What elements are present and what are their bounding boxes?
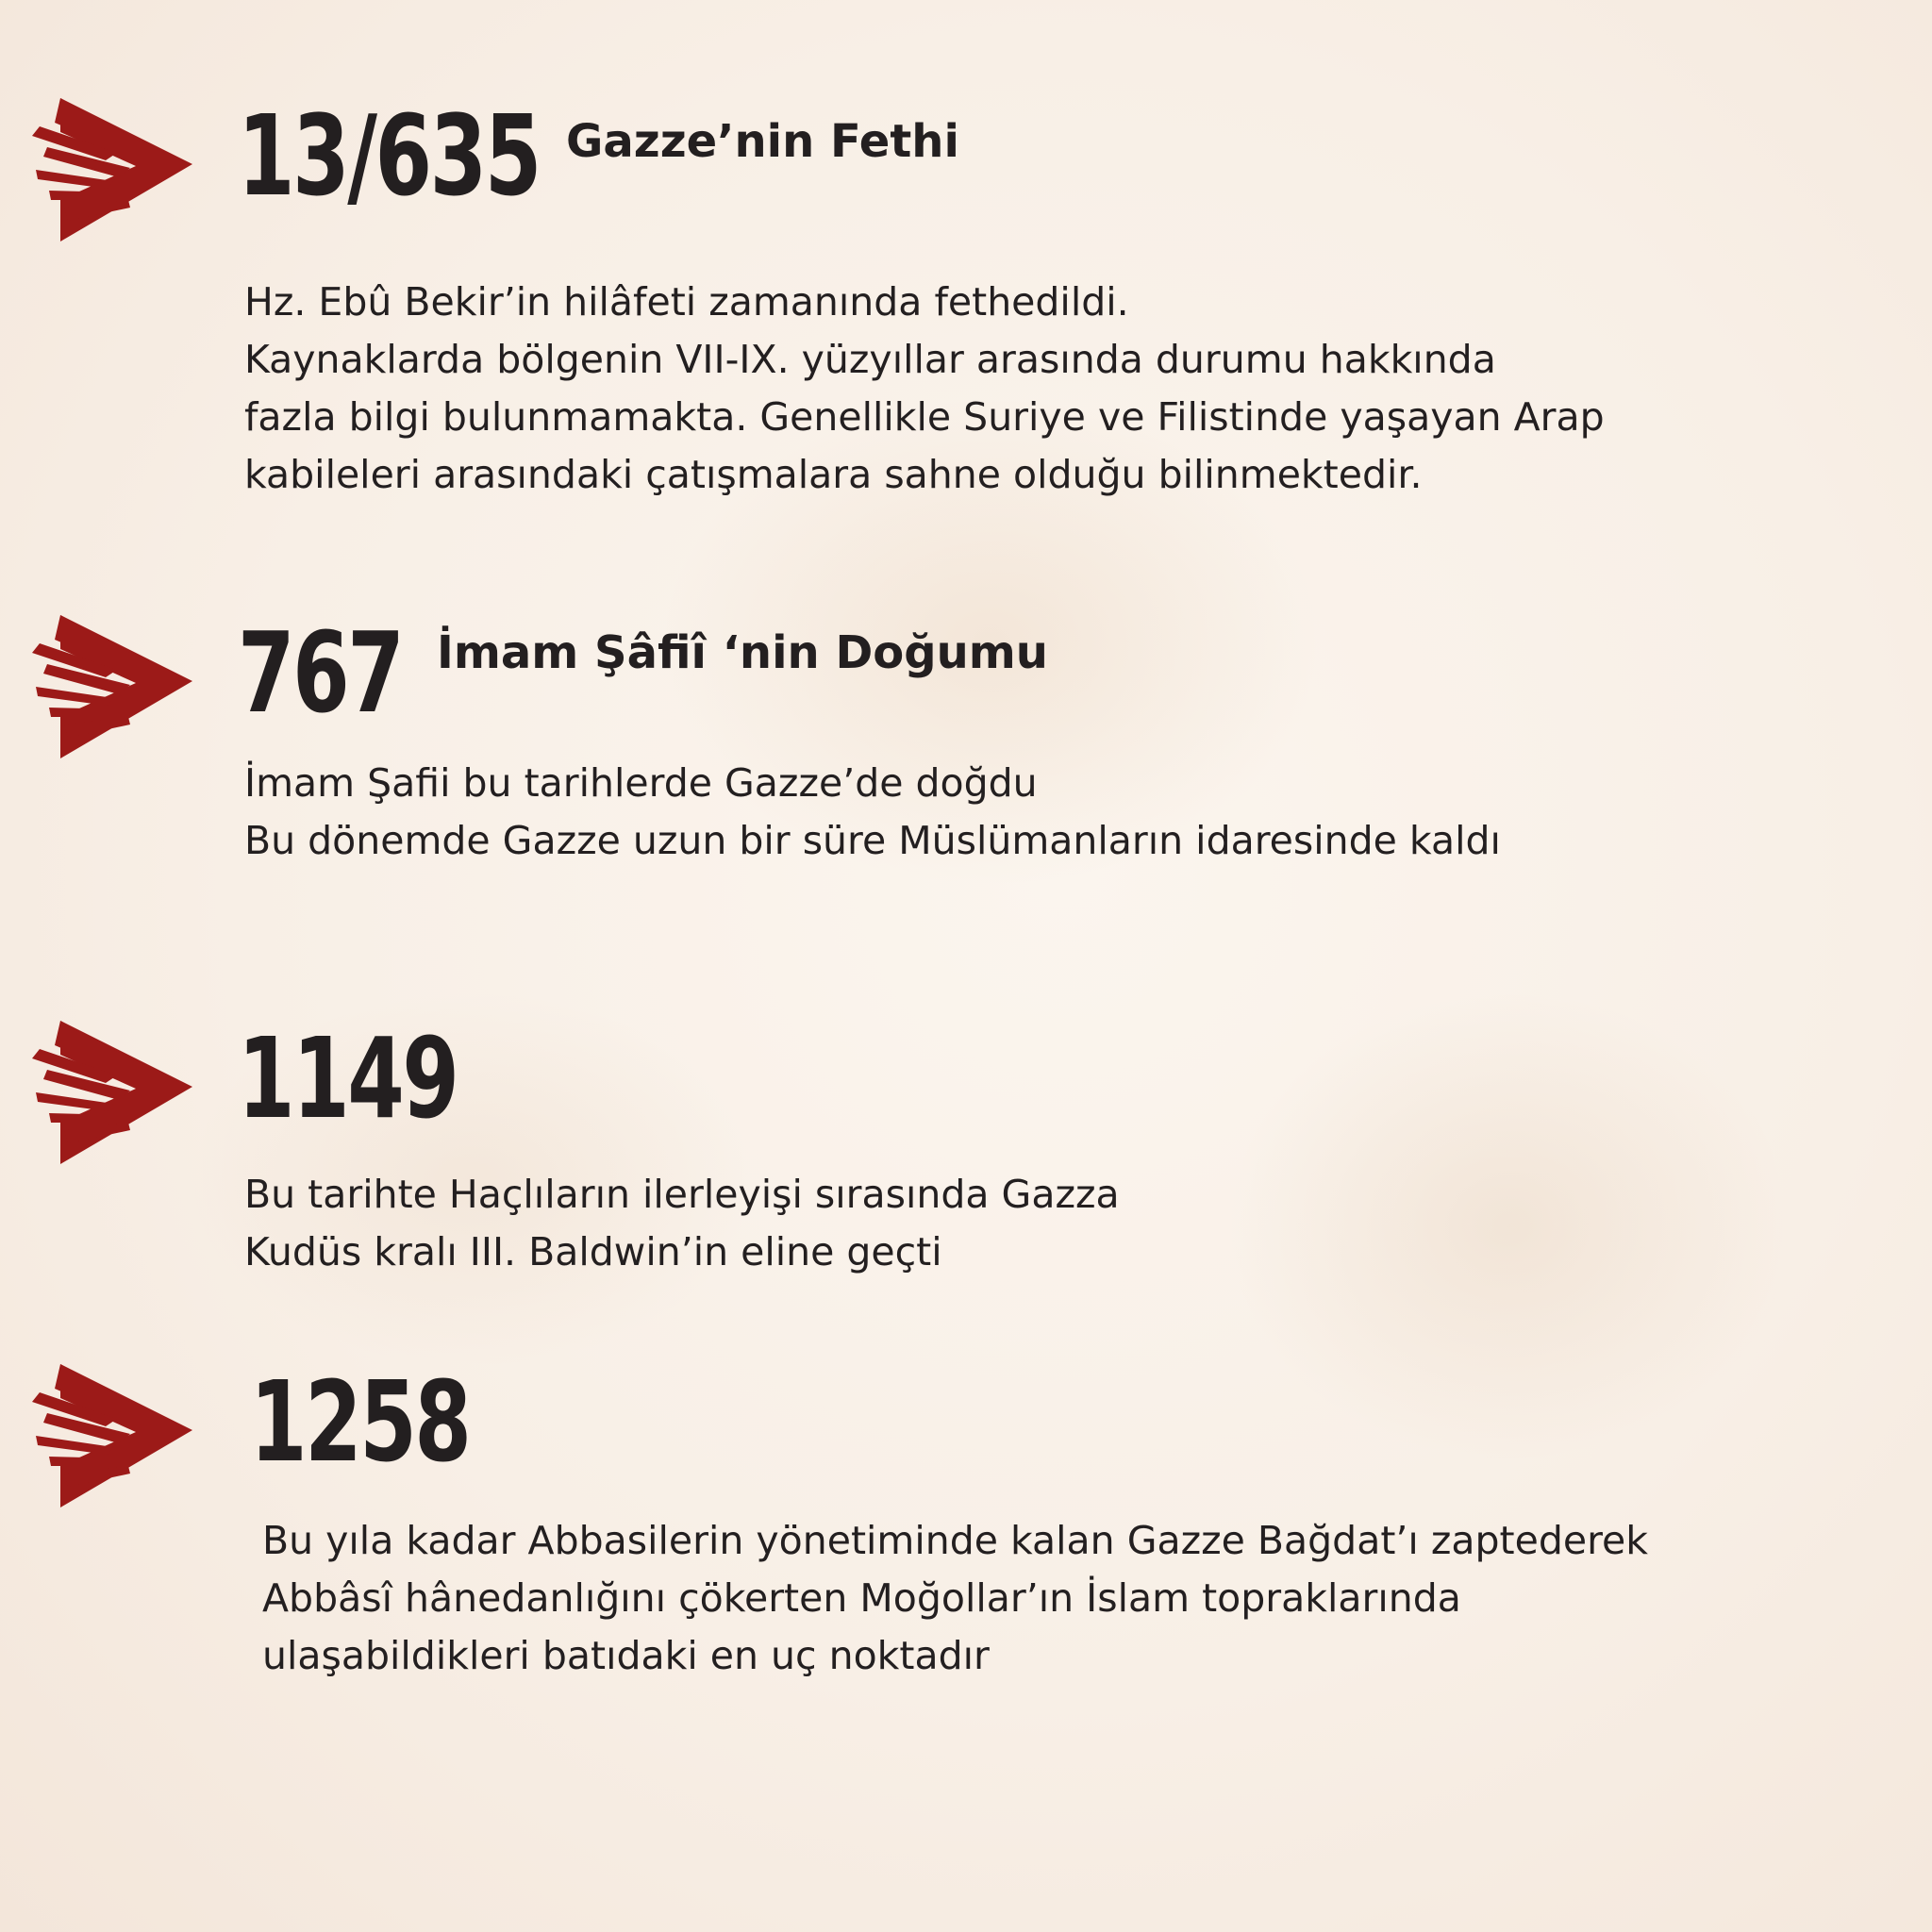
entry-description: Hz. Ebû Bekir’in hilâfeti zamanında feth… — [244, 274, 1605, 504]
description-line: fazla bilgi bulunmamakta. Genellikle Sur… — [244, 394, 1605, 440]
entry-description: Bu tarihte Haçlıların ilerleyişi sırasın… — [244, 1166, 1120, 1281]
year-heading: 767 — [238, 608, 405, 738]
description-line: Abbâsî hânedanlığını çökerten Moğollar’ı… — [262, 1575, 1461, 1621]
description-line: Kudüs kralı III. Baldwin’in eline geçti — [244, 1229, 942, 1274]
timeline-entry: 767 İmam Şâfiî ‘nin Doğumu İmam Şafii bu… — [0, 0, 1932, 863]
red-brush-arrow-icon — [32, 98, 192, 242]
description-line: Bu dönemde Gazze uzun bir süre Müslümanl… — [244, 818, 1501, 863]
description-line: Bu tarihte Haçlıların ilerleyişi sırasın… — [244, 1172, 1120, 1217]
description-line: İmam Şafii bu tarihlerde Gazze’de doğdu — [244, 760, 1038, 806]
description-line: Kaynaklarda bölgenin VII-IX. yüzyıllar a… — [244, 337, 1496, 382]
description-line: Hz. Ebû Bekir’in hilâfeti zamanında feth… — [244, 279, 1129, 325]
description-line: Bu yıla kadar Abbasilerin yönetiminde ka… — [262, 1518, 1648, 1563]
paper-stain — [1226, 991, 1792, 1462]
timeline-entry: 13/635 Gazze’nin Fethi Hz. Ebû Bekir’in … — [0, 0, 1932, 497]
year-heading: 1258 — [250, 1357, 472, 1487]
description-line: ulaşabildikleri batıdaki en uç noktadır — [262, 1633, 990, 1678]
description-line: kabileleri arasındaki çatışmalara sahne … — [244, 452, 1423, 497]
year-heading: 1149 — [238, 1013, 459, 1143]
red-brush-arrow-icon — [32, 1021, 192, 1164]
timeline-entry: 1258 Bu yıla kadar Abbasilerin yönetimin… — [0, 0, 1932, 1678]
year-heading: 13/635 — [238, 91, 541, 221]
red-brush-arrow-icon — [32, 1364, 192, 1507]
entry-description: Bu yıla kadar Abbasilerin yönetiminde ka… — [262, 1512, 1648, 1685]
red-brush-arrow-icon — [32, 615, 192, 758]
entry-title: İmam Şâfiî ‘nin Doğumu — [437, 626, 1048, 679]
entry-title: Gazze’nin Fethi — [566, 115, 959, 168]
timeline-entry: 1149 Bu tarihte Haçlıların ilerleyişi sı… — [0, 0, 1932, 1274]
entry-description: İmam Şafii bu tarihlerde Gazze’de doğdu … — [244, 755, 1501, 870]
